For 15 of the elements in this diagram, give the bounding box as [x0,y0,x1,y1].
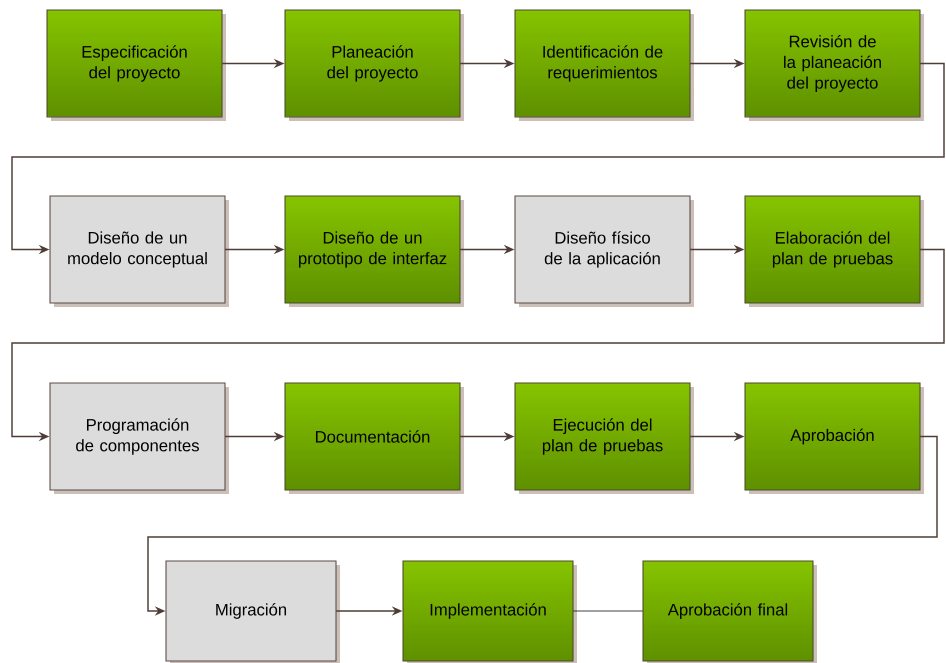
process-box: Elaboración del plan de pruebas [744,195,924,307]
process-box: Diseño de un prototipo de interfaz [284,195,464,307]
process-box: Revisión de la planeación del proyecto [744,9,924,121]
process-box: Implementación [402,560,577,663]
process-box: Documentación [284,382,464,494]
process-box: Aprobación final [642,560,817,663]
process-box: Migración [165,560,340,663]
process-box: Ejecución del plan de pruebas [514,382,694,494]
process-box: Programación de componentes [49,382,229,494]
process-box: Aprobación [744,382,924,494]
process-box: Identificación de requerimientos [514,9,694,121]
process-box: Planeación del proyecto [284,9,464,121]
process-box: Diseño físico de la aplicación [514,195,694,307]
process-box: Especificación del proyecto [46,9,226,121]
process-box: Diseño de un modelo conceptual [49,195,229,307]
